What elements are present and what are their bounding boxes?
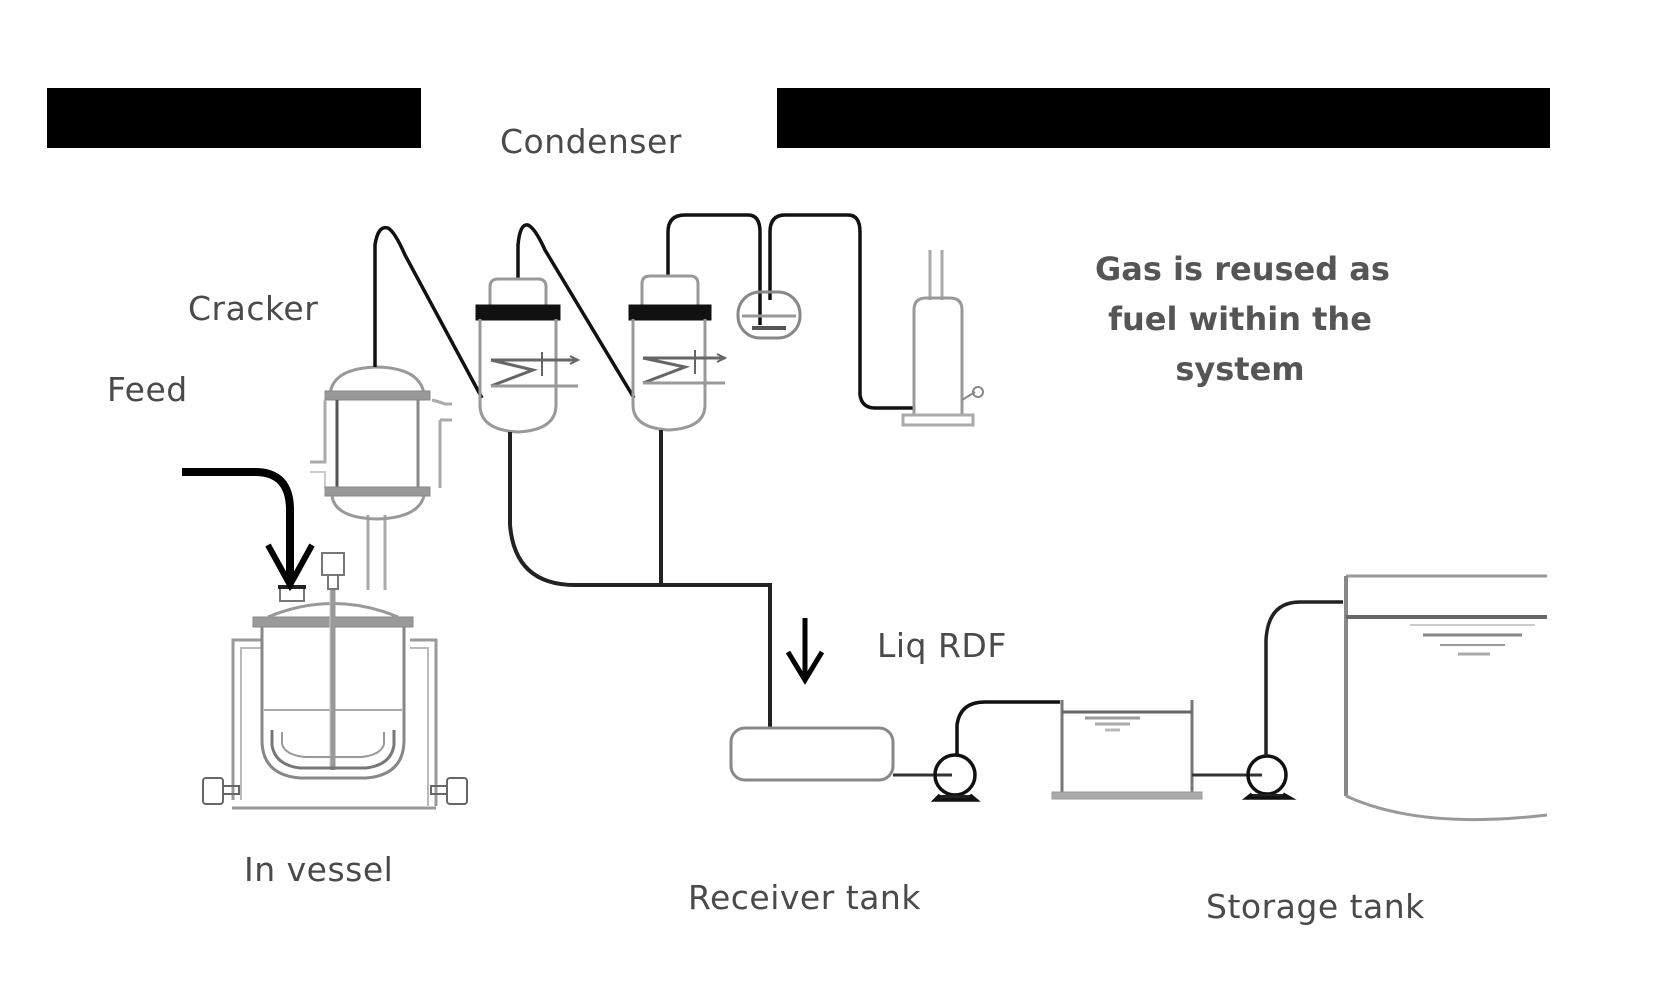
receiver-tank bbox=[729, 726, 895, 782]
label-liq-rdf: Liq RDF bbox=[877, 626, 1007, 665]
gas-note-line-3: system bbox=[1175, 350, 1305, 388]
label-in-vessel: In vessel bbox=[244, 850, 394, 889]
pump-1 bbox=[893, 700, 1060, 802]
feed-arrow-icon bbox=[182, 468, 315, 592]
vapor-pipes bbox=[373, 213, 915, 410]
gas-reuse-note: Gas is reused as fuel within the system bbox=[1095, 244, 1390, 394]
label-storage-tank: Storage tank bbox=[1206, 887, 1425, 926]
gas-holder bbox=[901, 250, 984, 427]
cracker bbox=[310, 365, 452, 521]
label-cracker: Cracker bbox=[188, 289, 319, 328]
label-feed: Feed bbox=[107, 370, 188, 409]
gas-note-line-1: Gas is reused as bbox=[1095, 250, 1390, 288]
intermediate-tank bbox=[1051, 700, 1203, 800]
diagram-panel bbox=[47, 88, 1547, 930]
liquid-pipes bbox=[508, 430, 772, 728]
pump-2 bbox=[1192, 600, 1343, 800]
redaction-bar-left bbox=[47, 88, 421, 148]
redaction-bar-right bbox=[777, 88, 1550, 148]
in-vessel bbox=[202, 515, 468, 810]
storage-tank bbox=[1344, 574, 1548, 822]
label-receiver-tank: Receiver tank bbox=[688, 878, 921, 917]
condenser-2 bbox=[628, 274, 728, 432]
gas-note-line-2: fuel within the bbox=[1108, 300, 1372, 338]
label-condenser: Condenser bbox=[500, 122, 682, 161]
condenser-1 bbox=[475, 277, 581, 434]
liq-rdf-arrow-icon bbox=[785, 618, 825, 685]
gas-trap bbox=[736, 290, 802, 340]
